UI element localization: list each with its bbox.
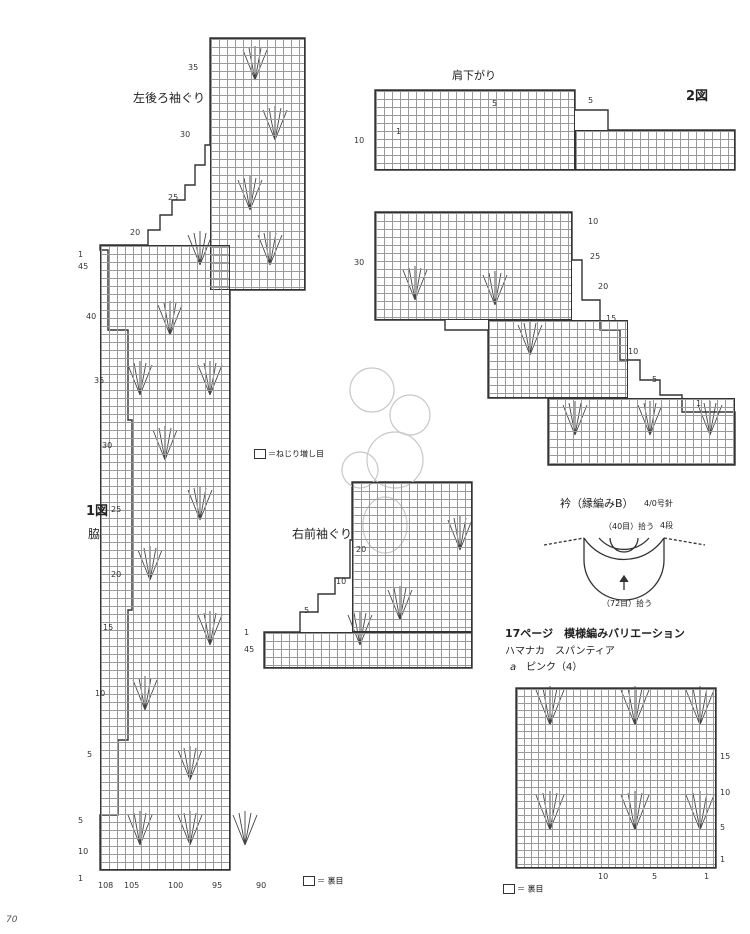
row-number: 1 (78, 250, 84, 259)
row-number: 35 (94, 376, 105, 385)
row-number: 45 (244, 645, 255, 654)
side-label: 脇 (88, 527, 101, 541)
collar-title: 衿（縁編みB） (560, 497, 634, 510)
row-number: 10 (95, 689, 106, 698)
yarn-name: ハマナカ スパンティア (505, 646, 615, 657)
row-number: 1 (696, 399, 702, 408)
color-name: ピンク（4） (526, 662, 583, 673)
row-number: 15 (103, 623, 114, 632)
row-number: 10 (336, 577, 347, 586)
row-number: 1 (396, 127, 402, 136)
row-number: 5 (87, 750, 93, 759)
stitch-number: 100 (168, 881, 184, 890)
row-number: 20 (130, 228, 141, 237)
color-prefix: a (510, 662, 517, 673)
row-number: 10 (588, 217, 599, 226)
row-number: 35 (188, 63, 199, 72)
fig1-body-grid (100, 245, 230, 870)
legend-box-icon (503, 884, 515, 894)
left-back-armhole-label: 左後ろ袖ぐり (133, 91, 206, 105)
row-number: 45 (78, 262, 89, 271)
page-number: 70 (6, 915, 18, 925)
row-number: 25 (590, 252, 601, 261)
row-number: 20 (598, 282, 609, 291)
fig2-shoulder-grid-right (575, 130, 735, 170)
col-number: 10 (598, 872, 609, 881)
row-number: 5 (304, 606, 310, 615)
right-front-grid-high (352, 482, 472, 632)
row-number: 5 (588, 96, 594, 105)
row-number: 5 (720, 823, 726, 832)
legend-box-icon (254, 449, 266, 459)
row-number: 10 (720, 788, 731, 797)
collar-needle: 4/0号針 (644, 499, 673, 508)
row-number: 5 (652, 375, 658, 384)
row-number: 1 (78, 874, 84, 883)
right-front-grid-low (264, 632, 472, 668)
row-number: 30 (180, 130, 191, 139)
row-number: 1 (720, 855, 726, 864)
fig2-shoulder-grid (375, 90, 575, 170)
fig2-armhole-grid (375, 212, 572, 320)
right-front-armhole-label: 右前袖ぐり (292, 527, 353, 541)
row-number: 15 (720, 752, 731, 761)
row-number: 30 (354, 258, 365, 267)
row-number: 15 (606, 314, 617, 323)
col-number: 1 (704, 872, 710, 881)
legend-box-icon (303, 876, 315, 886)
purl-legend: ＝ 裏目 (303, 876, 344, 886)
figure1-label: 1図 (86, 504, 109, 519)
row-number: 40 (86, 312, 97, 321)
row-number: 20 (356, 545, 367, 554)
stitch-number: 90 (256, 881, 267, 890)
figure2-label: 2図 (686, 89, 709, 104)
row-number: 10 (628, 347, 639, 356)
twisted-increase-text: ＝ねじり増し目 (268, 449, 324, 459)
stitch-number: 95 (212, 881, 223, 890)
row-number: 25 (168, 193, 179, 202)
fig2-armhole-grid-mid (488, 320, 628, 398)
shoulder-slope-label: 肩下がり (452, 69, 496, 82)
collar-top-note: （40目）拾う (604, 522, 655, 531)
collar-bottom-note: （72目）拾う (602, 599, 653, 608)
purl-legend-variation: ＝ 裏目 (503, 884, 544, 894)
row-number: 10 (354, 136, 365, 145)
collar-rows: 4段 (660, 521, 674, 530)
row-number: 30 (102, 441, 113, 450)
row-number: 10 (78, 847, 89, 856)
twisted-increase-legend: ＝ねじり増し目 (254, 449, 324, 459)
variation-swatch-grid (516, 688, 716, 868)
stitch-number: 108 (98, 881, 114, 890)
purl-legend-text: ＝ 裏目 (317, 876, 344, 886)
row-number: 1 (244, 628, 250, 637)
row-number: 5 (492, 99, 498, 108)
row-number: 5 (78, 816, 84, 825)
purl-legend2-text: ＝ 裏目 (517, 884, 544, 894)
stitch-number: 105 (124, 881, 140, 890)
row-number: 20 (111, 570, 122, 579)
col-number: 5 (652, 872, 658, 881)
fig2-armhole-grid-low (548, 398, 735, 465)
variation-title: 17ページ 模様編みバリエーション (505, 627, 685, 640)
row-number: 25 (111, 505, 122, 514)
